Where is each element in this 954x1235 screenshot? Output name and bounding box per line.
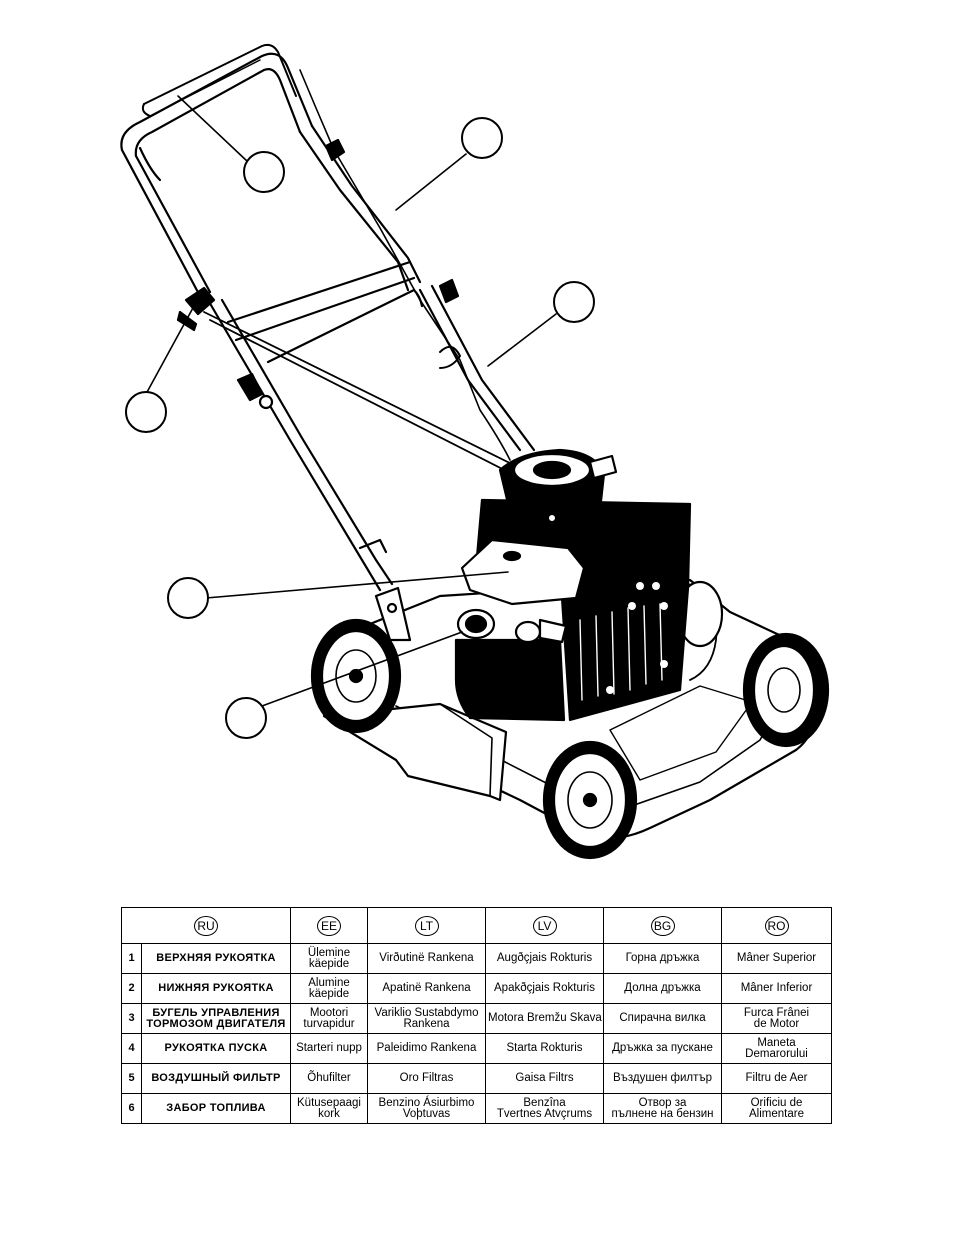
language-header-lt: LT xyxy=(367,907,486,944)
engine-brake-bail xyxy=(203,311,521,479)
part-number: 3 xyxy=(121,1003,142,1034)
language-badge: LT xyxy=(414,915,439,936)
part-name-ro: Mâner Inferior xyxy=(721,973,832,1004)
part-name-ru: ВЕРХНЯЯ РУКОЯТКА xyxy=(141,943,291,974)
part-name-lv: Starta Rokturis xyxy=(485,1033,604,1064)
part-name-ro: Filtru de Aer xyxy=(721,1063,832,1094)
language-header-lv: LV xyxy=(485,907,604,944)
handle-knob-icon xyxy=(176,138,460,410)
callout-leaders xyxy=(145,95,557,707)
wheel xyxy=(742,632,830,748)
wheel xyxy=(542,740,638,860)
wheel xyxy=(310,618,402,734)
part-name-lt: Oro Filtras xyxy=(367,1063,486,1094)
cable-clip xyxy=(439,345,461,369)
part-name-lv: Motora Bremžu Skava xyxy=(485,1003,604,1034)
parts-translation-table: RU EE LT LV BG RO 1 ВЕРХНЯЯ РУКОЯТКА Üle… xyxy=(121,907,832,1124)
language-header-row: RU EE LT LV BG RO xyxy=(121,907,832,944)
callout-circle xyxy=(125,117,595,739)
part-name-ru: РУКОЯТКА ПУСКА xyxy=(141,1033,291,1064)
part-name-ru: ВОЗДУШНЫЙ ФИЛЬТР xyxy=(141,1063,291,1094)
language-header-ee: EE xyxy=(290,907,368,944)
language-badge: RO xyxy=(764,915,789,936)
part-name-bg: Долна дръжка xyxy=(603,973,722,1004)
language-badge: BG xyxy=(650,915,675,936)
part-name-bg: Горна дръжка xyxy=(603,943,722,974)
language-header-ru: RU xyxy=(121,907,291,944)
part-name-ee: Starteri nupp xyxy=(290,1033,368,1064)
part-name-lv: Augðçjais Rokturis xyxy=(485,943,604,974)
part-name-bg: Дръжка за пускане xyxy=(603,1033,722,1064)
part-name-ru: НИЖНЯЯ РУКОЯТКА xyxy=(141,973,291,1004)
part-number: 1 xyxy=(121,943,142,974)
fuel-cap xyxy=(456,608,568,644)
part-name-ee: Õhufilter xyxy=(290,1063,368,1094)
part-name-lt: Apatinë Rankena xyxy=(367,973,486,1004)
part-name-lv: Gaisa Filtrs xyxy=(485,1063,604,1094)
engine xyxy=(374,448,692,722)
part-number: 2 xyxy=(121,973,142,1004)
table-row: 4 РУКОЯТКА ПУСКА Starteri nupp Paleidimo… xyxy=(121,1033,832,1064)
language-header-ro: RO xyxy=(721,907,832,944)
language-badge: LV xyxy=(532,915,557,936)
language-badge: RU xyxy=(194,915,218,936)
part-number: 4 xyxy=(121,1033,142,1064)
part-name-ru: ЗАБОР ТОПЛИВА xyxy=(141,1093,291,1124)
part-number: 6 xyxy=(121,1093,142,1124)
part-name-bg: Спирачна вилка xyxy=(603,1003,722,1034)
language-badge: EE xyxy=(317,915,341,936)
part-name-lv: Apakðçjais Rokturis xyxy=(485,973,604,1004)
lawn-mower-illustration xyxy=(120,43,830,860)
starter-handle xyxy=(588,454,618,480)
language-header-bg: BG xyxy=(603,907,722,944)
brake-cable xyxy=(299,69,511,461)
part-name-lt: Paleidimo Rankena xyxy=(367,1033,486,1064)
part-number: 5 xyxy=(121,1063,142,1094)
part-name-bg: Въздушен филтър xyxy=(603,1063,722,1094)
part-name-ro: Mâner Superior xyxy=(721,943,832,974)
air-filter xyxy=(460,538,586,606)
part-name-lt: Virðutinë Rankena xyxy=(367,943,486,974)
upper-handle xyxy=(120,43,422,298)
table-row: 5 ВОЗДУШНЫЙ ФИЛЬТР Õhufilter Oro Filtras… xyxy=(121,1063,832,1094)
